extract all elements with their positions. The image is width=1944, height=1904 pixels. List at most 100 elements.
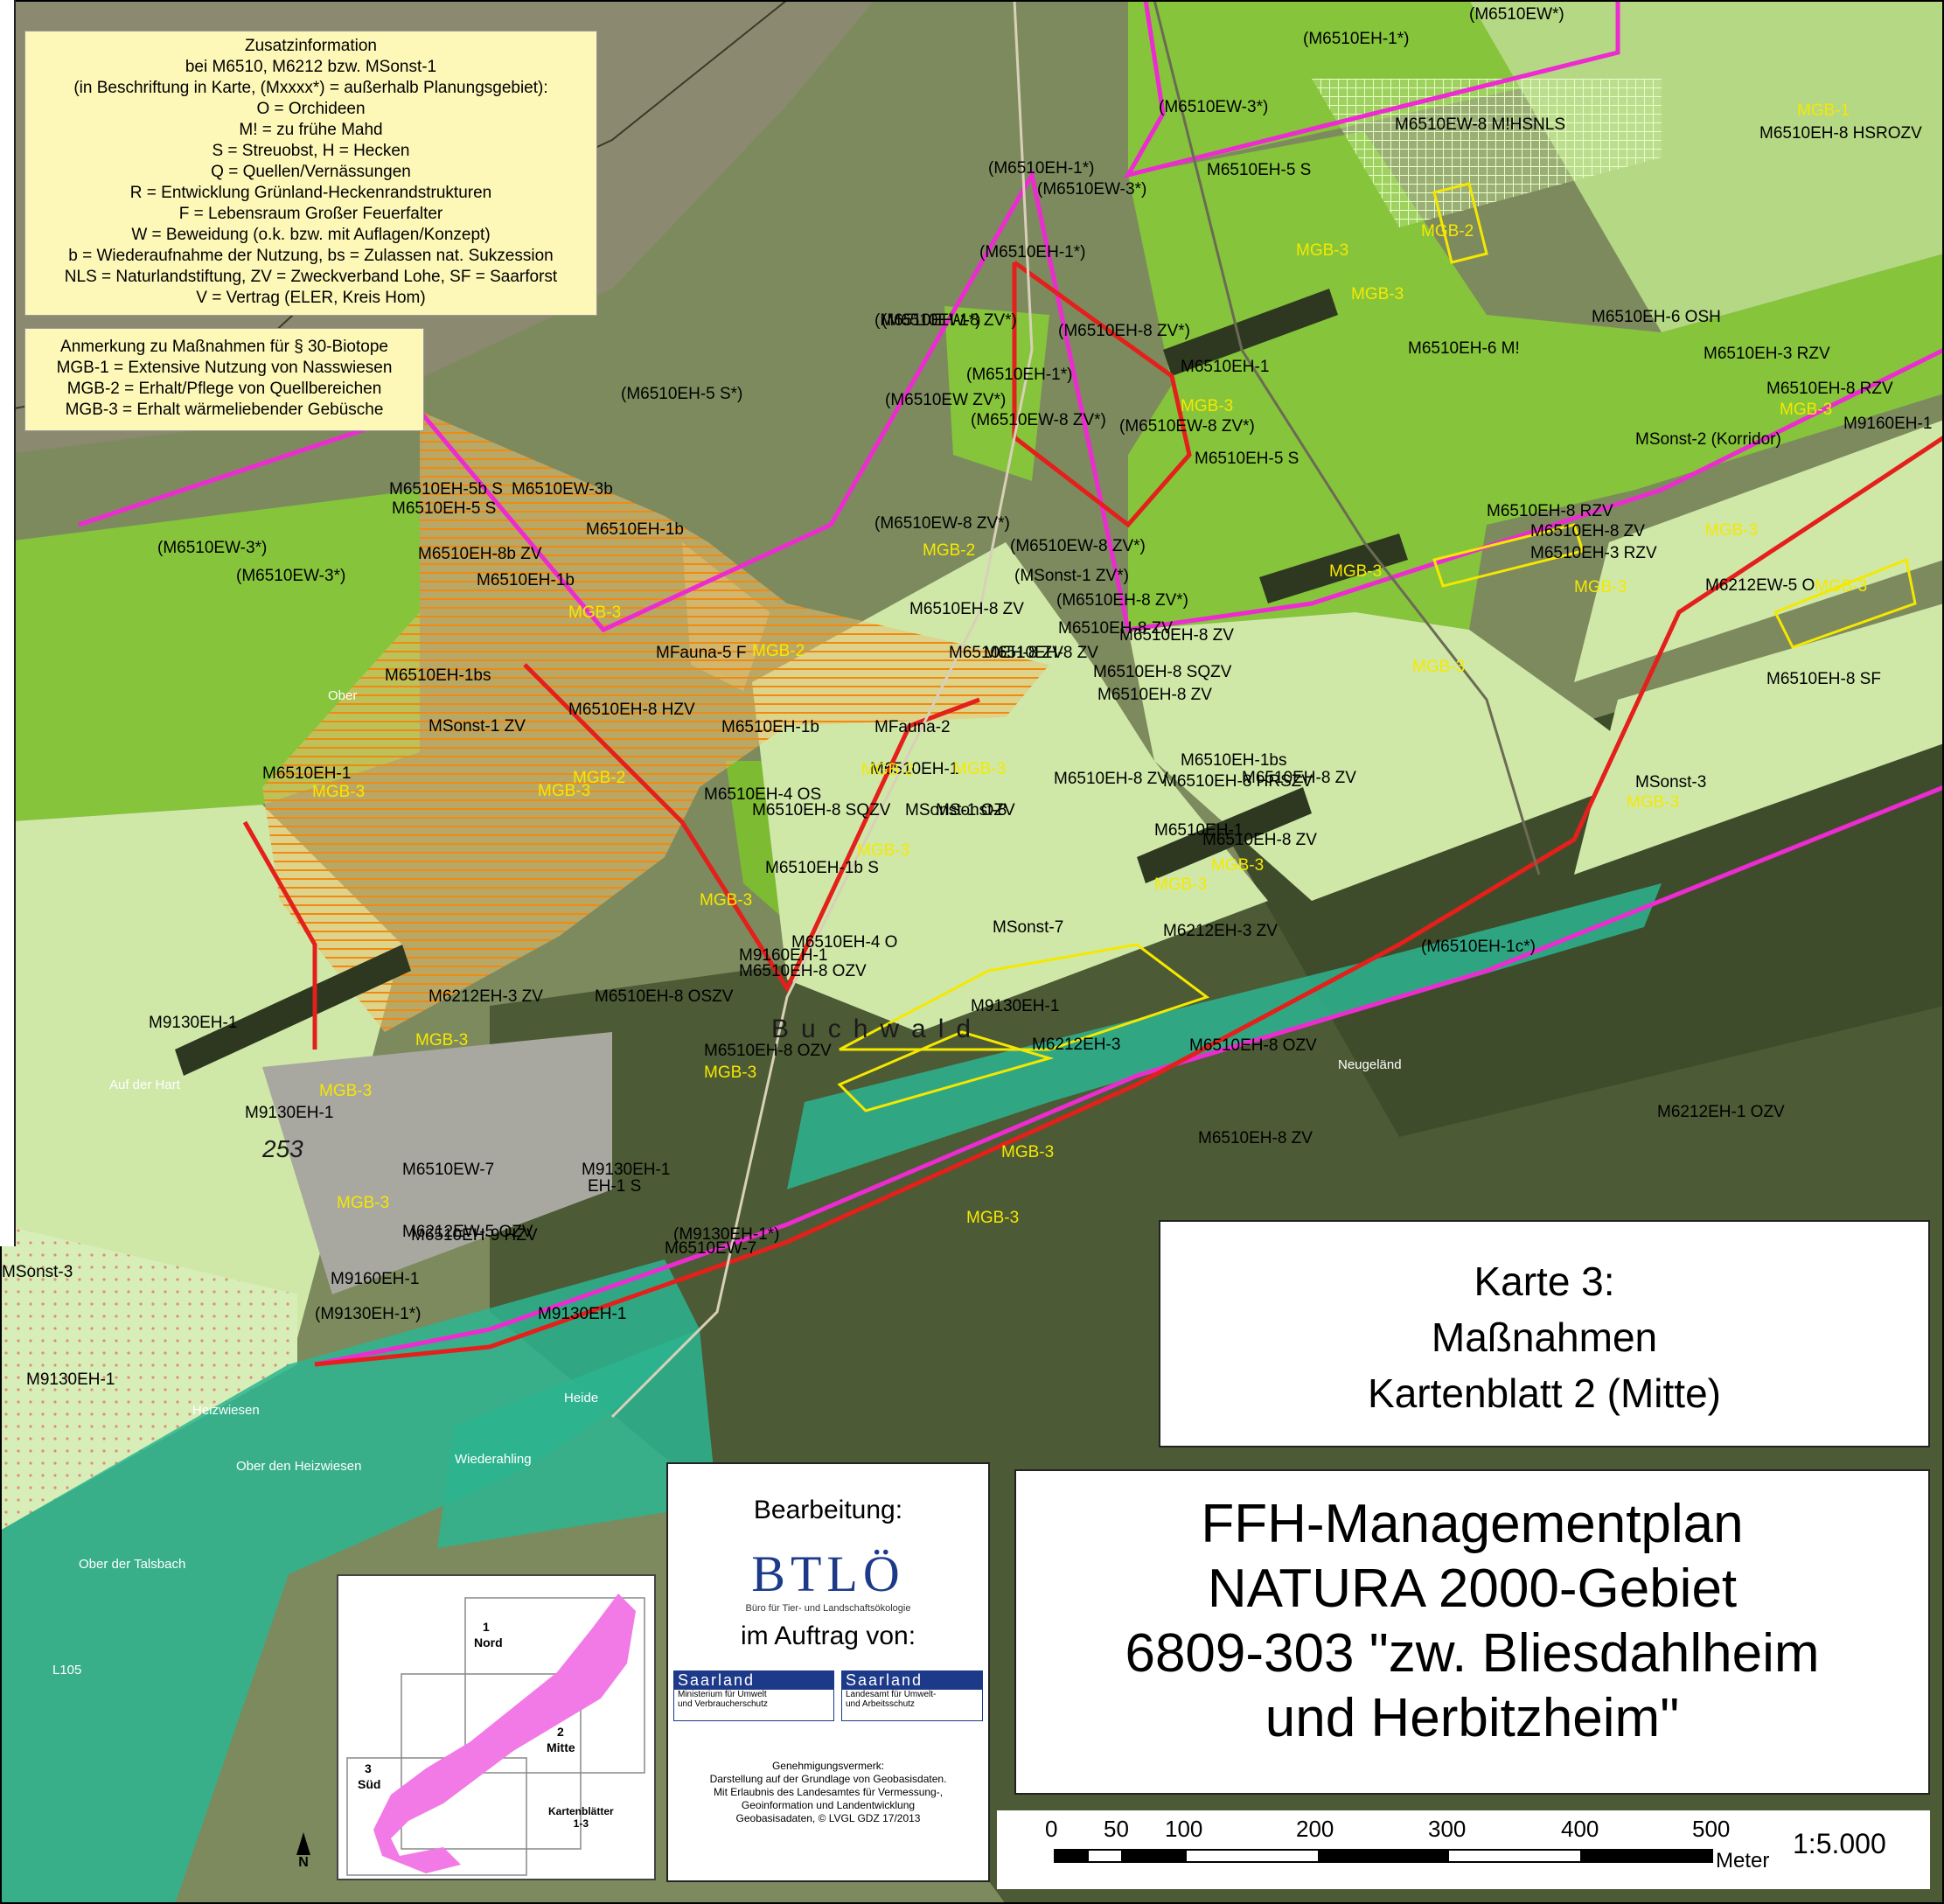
map-label: M6510EH-1bs xyxy=(385,666,491,685)
map-label: M6510EH-8 SQZV xyxy=(752,801,891,819)
map-label: Ober der Talsbach xyxy=(79,1557,185,1572)
map-label: MGB-3 xyxy=(568,603,621,622)
map-label: MSonst-8 xyxy=(936,801,1007,819)
map-label: (MSonst-1 ZV*) xyxy=(1014,567,1129,585)
info-line: NLS = Naturlandstiftung, ZV = Zweckverba… xyxy=(64,268,558,286)
project-box: FFH-Managementplan NATURA 2000-Gebiet 68… xyxy=(1014,1469,1930,1795)
map-label: (M6510EH-1*) xyxy=(979,243,1085,262)
map-label: Heide xyxy=(564,1391,598,1405)
map-label: Ober xyxy=(328,688,357,703)
map-label: M9160EH-1 xyxy=(331,1270,419,1288)
map-number: Karte 3: xyxy=(1474,1259,1615,1304)
map-label: Neugeländ xyxy=(1338,1057,1402,1072)
map-label: MGB-3 xyxy=(1211,856,1264,875)
btloe-logo: BTLÖ Büro für Tier- und Landschaftsökolo… xyxy=(719,1545,937,1614)
saarland-agency-logo: Saarland Landesamt für Umwelt- und Arbei… xyxy=(841,1670,983,1721)
map-label: M9160EH-1 xyxy=(739,946,827,965)
info-box: Zusatzinformation bei M6510, M6212 bzw. … xyxy=(24,31,597,316)
map-label: L105 xyxy=(52,1663,81,1677)
meadow-pale-1 xyxy=(0,805,402,1382)
sheet2-name: Mitte xyxy=(547,1740,575,1754)
map-label: MGB-3 xyxy=(1296,241,1348,260)
map-label: MGB-3 xyxy=(1705,521,1758,540)
map-label: (M6510EH-1*) xyxy=(966,366,1072,384)
map-label: M6510EH-8 HSROZV xyxy=(1759,124,1922,143)
map-label: M9130EH-1 xyxy=(582,1161,670,1179)
scale-seg xyxy=(1088,1851,1121,1861)
map-label: MSonst-3 xyxy=(1635,773,1706,792)
permit-text: Genehmigungsvermerk: Darstellung auf der… xyxy=(668,1760,988,1825)
biotope-line: MGB-1 = Extensive Nutzung von Nasswiesen xyxy=(56,359,393,377)
info-line: Zusatzinformation xyxy=(244,37,377,55)
map-label: M6510EH-1b S xyxy=(765,859,879,877)
north-arrow-icon xyxy=(296,1832,310,1855)
map-label: (M6510EW-8 ZV*) xyxy=(1119,417,1255,436)
map-title: Maßnahmen xyxy=(1431,1315,1658,1360)
map-label: M9130EH-1 xyxy=(26,1370,115,1389)
sheet1-number: 1 xyxy=(483,1620,490,1634)
map-label: M6510EH-8 ZV xyxy=(1119,626,1234,645)
scale-tick-400: 400 xyxy=(1561,1816,1599,1842)
map-label: M6212EW-5 O xyxy=(1705,576,1815,595)
boundary-magenta-3 xyxy=(1123,0,1620,178)
map-label: (M6510EH-5 S*) xyxy=(621,385,742,403)
map-label: M6510EH-8 OZV xyxy=(704,1042,832,1060)
map-label: M6510EH-8 OSZV xyxy=(595,987,734,1006)
hedge-strip-2 xyxy=(1137,787,1312,883)
map-sheet: Kartenblatt 2 (Mitte) xyxy=(1368,1370,1721,1416)
map-label: MGB-3 xyxy=(415,1031,468,1050)
boundary-magenta-1 xyxy=(78,169,1944,633)
caption-line: Kartenblätter xyxy=(548,1805,614,1817)
map-label: M6510EH-1 xyxy=(262,764,351,783)
map-label: MFauna-2 xyxy=(874,718,951,736)
permit-line: Genehmigungsvermerk: xyxy=(771,1760,885,1772)
map-label: (M6510EH-1*) xyxy=(988,159,1094,178)
map-label: (M6510EW-3*) xyxy=(1159,98,1268,116)
legend-edge xyxy=(0,0,16,1246)
meadow-pale-4 xyxy=(1574,603,1944,875)
scale-tick-50: 50 xyxy=(1104,1816,1129,1842)
saarland-agency-sub2: und Arbeitsschutz xyxy=(846,1699,915,1709)
map-label: MGB-3 xyxy=(1627,793,1679,812)
sheet-frame-3 xyxy=(346,1757,527,1876)
sheet-frame-1 xyxy=(464,1597,645,1774)
logo-subtitle: Büro für Tier- und Landschaftsökologie xyxy=(745,1603,911,1614)
map-label: (M6510EW-8 ZV*) xyxy=(874,514,1010,533)
hedge-strip-1 xyxy=(175,945,411,1076)
biotope-line: MGB-3 = Erhalt wärmeliebender Gebüsche xyxy=(65,401,384,419)
hatched-area-1 xyxy=(262,411,1049,1032)
map-label: MGB-3 xyxy=(1351,285,1404,303)
field-green-6 xyxy=(944,306,1049,481)
biotope-line: Anmerkung zu Maßnahmen für § 30-Biotope xyxy=(60,338,388,356)
north-label: N xyxy=(298,1855,309,1870)
map-label: M6510EH-8 ZV xyxy=(1097,686,1212,704)
info-line: b = Wiederaufnahme der Nutzung, bs = Zul… xyxy=(68,247,554,265)
map-label: M6212EW-5 OZV xyxy=(402,1223,533,1241)
map-label: MGB-3 xyxy=(1329,562,1382,581)
map-label: M6510EH-8 ZV xyxy=(1054,770,1168,788)
map-label: M9130EH-1 xyxy=(149,1014,237,1032)
map-label: (M6510EW-8 ZV*) xyxy=(1010,537,1146,555)
map-label: M9130EH-1 xyxy=(538,1305,626,1323)
map-label: M6510EH-1 xyxy=(1181,358,1269,376)
map-label: MSonst-1 OZV xyxy=(905,801,1015,819)
boundary-red-4 xyxy=(242,820,317,1050)
map-label: (M6510EW ZV*) xyxy=(885,391,1006,409)
map-label: (M6510EW-3*) xyxy=(1037,180,1146,199)
map-label: MGB-3 xyxy=(1181,397,1233,415)
saarland-ministry-sub2: und Verbraucherschutz xyxy=(678,1699,768,1709)
map-label: Heizwiesen xyxy=(192,1403,260,1418)
outline-yellow-3 xyxy=(1432,182,1488,264)
map-label: MGB-3 xyxy=(337,1194,389,1212)
info-line: S = Streuobst, H = Hecken xyxy=(212,142,410,160)
map-label: MGB-2 xyxy=(573,769,625,787)
project-line: NATURA 2000-Gebiet xyxy=(1207,1559,1738,1619)
saarland-logos: Saarland Ministerium für Umwelt und Verb… xyxy=(668,1670,988,1721)
scale-ratio: 1:5.000 xyxy=(1793,1828,1886,1859)
map-label: M6510EH-1b xyxy=(586,520,684,539)
scale-tick-100: 100 xyxy=(1165,1816,1203,1842)
map-label: M6510EH-1 xyxy=(1154,821,1243,840)
info-line: R = Entwicklung Grünland-Heckenrandstruk… xyxy=(129,184,492,202)
map-label: MGB-3 xyxy=(704,1064,756,1082)
map-label: MGB-3 xyxy=(1154,875,1207,894)
